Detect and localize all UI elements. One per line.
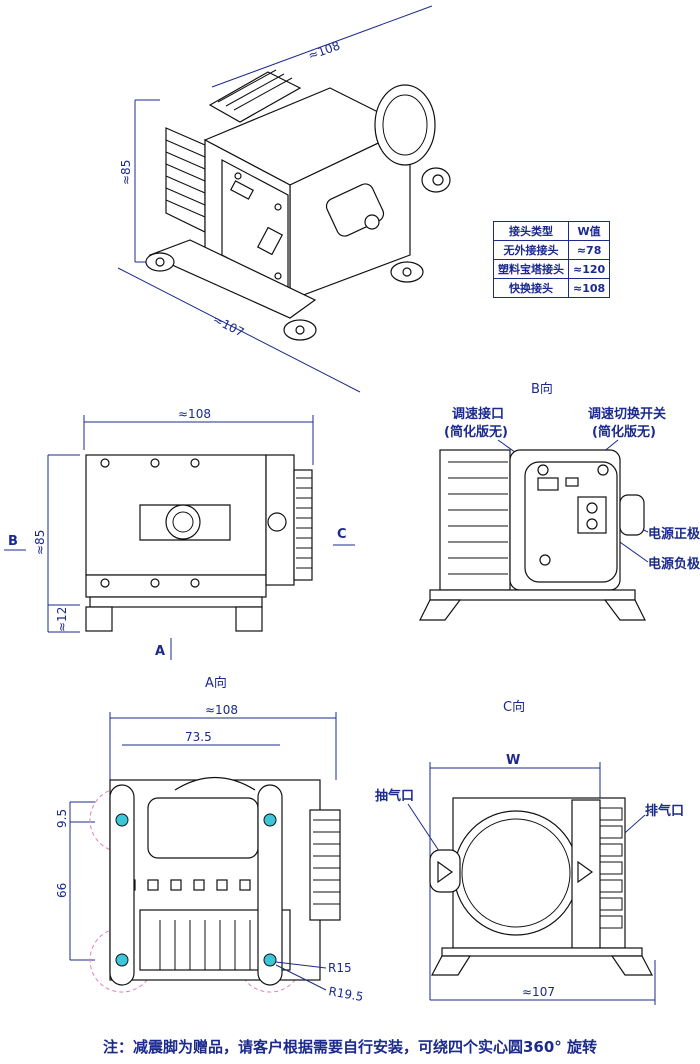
aview-dim-inner: 73.5 xyxy=(185,730,212,744)
front-dim-width: ≈108 xyxy=(178,407,211,421)
aview-r2: R19.5 xyxy=(327,984,364,1004)
footer-note: 注：减震脚为赠品，请客户根据需要自行安装，可绕四个实心圆360° 旋转 xyxy=(102,1038,598,1056)
cview-title: C向 xyxy=(503,699,525,715)
b-view: B向 调速接口 (简化版无) 调速切换开关 (简化版无) 电源正极 电源负极 xyxy=(419,381,700,621)
table-header-cell: 接头类型 xyxy=(493,221,569,241)
bview-power-neg: 电源负极 xyxy=(648,556,700,572)
cview-outlet: 排气口 xyxy=(645,803,684,819)
cview-dim-bottom: ≈107 xyxy=(522,985,555,999)
table-cell: 快换接头 xyxy=(493,278,569,298)
table-row: 无外接接头 ≈78 xyxy=(493,240,611,260)
aview-dim-left-mid: 66 xyxy=(55,883,69,898)
bview-power-pos: 电源正极 xyxy=(648,526,700,542)
aview-title: A向 xyxy=(205,675,227,691)
front-label-b: B xyxy=(8,534,18,549)
table-cell: ≈108 xyxy=(567,278,611,298)
spec-table: 接头类型 W值 无外接接头 ≈78 塑料宝塔接头 ≈120 快换接头 ≈108 xyxy=(493,221,611,298)
front-view: ≈108 ≈85 ≈12 B C A xyxy=(4,407,355,660)
table-cell: 无外接接头 xyxy=(493,240,569,260)
table-header-cell: W值 xyxy=(567,221,611,241)
cview-dim-w: W xyxy=(506,753,520,768)
front-label-c: C xyxy=(337,527,347,542)
aview-dim-width: ≈108 xyxy=(205,703,238,717)
aview-dim-left-top: 9.5 xyxy=(55,809,69,828)
iso-base xyxy=(145,239,424,341)
front-label-a: A xyxy=(155,644,165,659)
top-heatsink xyxy=(208,69,302,123)
table-cell: 塑料宝塔接头 xyxy=(493,259,569,279)
iso-dim-depth: ≈107 xyxy=(211,312,247,339)
table-cell: ≈120 xyxy=(567,259,611,279)
front-dim-height: ≈85 xyxy=(33,530,47,555)
iso-dim-height: ≈85 xyxy=(119,160,133,185)
front-dim-foot: ≈12 xyxy=(55,607,69,632)
isometric-view: ≈85 ≈108 ≈107 xyxy=(117,5,451,393)
table-row: 塑料宝塔接头 ≈120 xyxy=(493,259,611,279)
table-header: 接头类型 W值 xyxy=(493,221,611,241)
heatsink-fins xyxy=(165,127,206,233)
c-view: C向 W ≈107 抽气口 排气口 xyxy=(375,699,684,1005)
table-cell: ≈78 xyxy=(567,240,611,260)
bview-title: B向 xyxy=(531,381,553,397)
bview-speed-switch-note: (简化版无) xyxy=(592,424,656,440)
bview-speed-port: 调速接口 xyxy=(452,406,504,422)
table-row: 快换接头 ≈108 xyxy=(493,278,611,298)
cview-inlet: 抽气口 xyxy=(375,788,414,804)
bview-speed-switch: 调速切换开关 xyxy=(588,406,666,422)
iso-dim-width: ≈108 xyxy=(306,38,342,62)
a-view: A向 ≈108 73.5 9.5 66 xyxy=(55,675,364,1004)
aview-r1: R15 xyxy=(328,961,352,975)
bview-speed-port-note: (简化版无) xyxy=(444,424,508,440)
